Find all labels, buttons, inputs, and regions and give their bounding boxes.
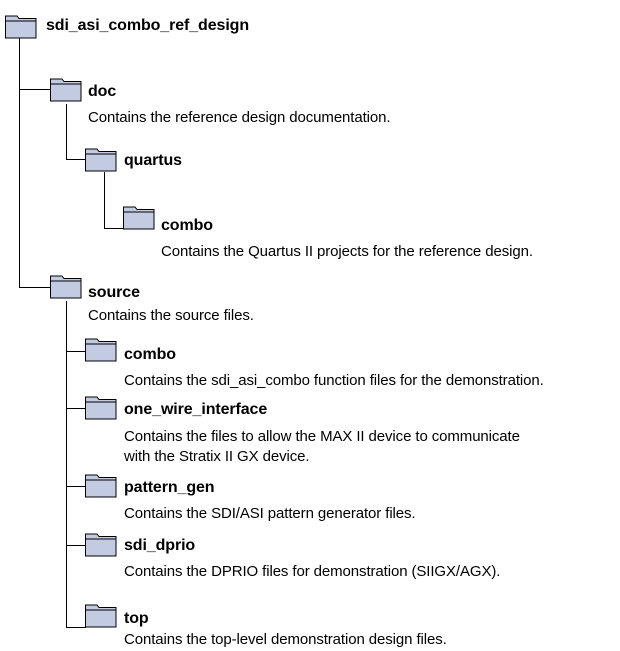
tree-connector <box>66 486 86 487</box>
folder-name-pattern-gen: pattern_gen <box>124 479 215 496</box>
tree-connector <box>19 287 51 288</box>
folder-description-source-combo: Contains the sdi_asi_combo function file… <box>124 372 544 389</box>
folder-icon <box>5 15 37 39</box>
folder-name-doc: doc <box>88 83 117 100</box>
tree-connector <box>66 408 86 409</box>
folder-icon <box>85 533 117 557</box>
tree-connector <box>19 38 20 287</box>
tree-connector <box>66 351 86 352</box>
folder-name-one-wire-interface: one_wire_interface <box>124 401 268 418</box>
folder-description-one-wire-interface-line-2: with the Stratix II GX device. <box>124 448 310 465</box>
tree-connector <box>66 627 86 628</box>
folder-description-doc: Contains the reference design documentat… <box>88 109 391 126</box>
folder-description-quartus-combo: Contains the Quartus II projects for the… <box>161 243 533 260</box>
folder-icon <box>85 474 117 498</box>
tree-connector <box>66 159 86 160</box>
tree-connector <box>19 89 51 90</box>
folder-icon <box>85 148 117 172</box>
tree-connector <box>104 228 124 229</box>
folder-description-sdi-dprio: Contains the DPRIO files for demonstrati… <box>124 563 501 580</box>
tree-connector <box>66 545 86 546</box>
folder-icon <box>85 604 117 628</box>
tree-connector <box>104 172 105 229</box>
folder-name-source-combo: combo <box>124 346 176 363</box>
folder-name-quartus: quartus <box>124 152 182 169</box>
folder-description-one-wire-interface-line-1: Contains the files to allow the MAX II d… <box>124 428 520 445</box>
folder-icon <box>50 78 82 102</box>
folder-name-quartus-combo: combo <box>161 217 213 234</box>
folder-description-top: Contains the top-level demonstration des… <box>124 631 447 648</box>
folder-description-source: Contains the source files. <box>88 307 254 324</box>
folder-icon <box>85 396 117 420</box>
folder-name-root: sdi_asi_combo_ref_design <box>46 17 250 34</box>
folder-name-source: source <box>88 284 140 301</box>
tree-connector <box>66 104 67 160</box>
folder-icon <box>85 338 117 362</box>
folder-description-pattern-gen: Contains the SDI/ASI pattern generator f… <box>124 505 416 522</box>
folder-icon <box>50 275 82 299</box>
folder-name-top: top <box>124 610 149 627</box>
tree-connector <box>66 301 67 628</box>
folder-icon <box>123 206 155 230</box>
folder-name-sdi-dprio: sdi_dprio <box>124 537 196 554</box>
